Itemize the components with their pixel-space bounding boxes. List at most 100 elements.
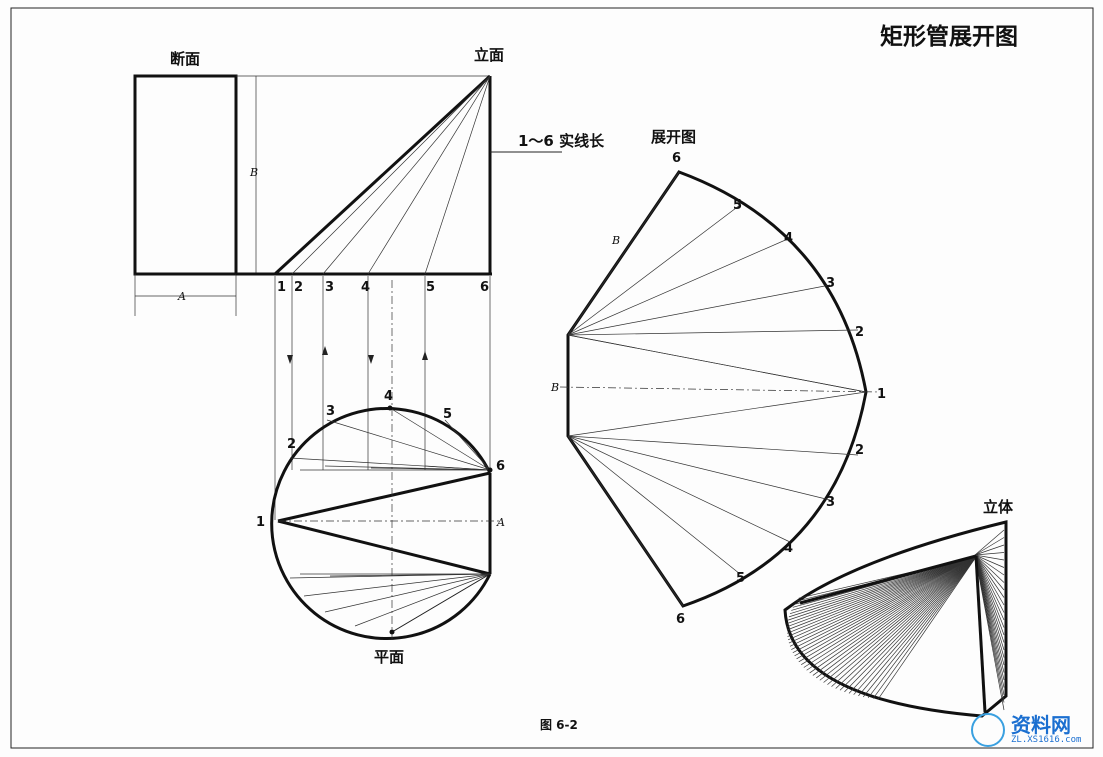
elevation-label: 立面 (474, 46, 504, 64)
development-ray-lower (567, 435, 831, 501)
plan-ray-upper (326, 419, 491, 471)
solid-hatch-line (787, 556, 977, 641)
solid-hatch-line (791, 556, 977, 650)
development-ray-upper (567, 237, 791, 336)
solid-hatch-line (844, 556, 977, 693)
plan-ray-lower (354, 573, 491, 627)
plan-point-dot (389, 629, 395, 635)
solid-hatch-line (816, 556, 977, 679)
plan-point-label: 5 (443, 407, 452, 422)
plan-ray-upper (389, 407, 491, 471)
solid-hatch-line (787, 556, 977, 637)
development-point-label: 6 (672, 151, 681, 166)
solid-hatch-line (974, 554, 1005, 561)
solid-hatch-line (786, 556, 977, 631)
solid-hatch-line (812, 556, 977, 676)
dim-label-B-elevation: B (249, 166, 258, 179)
plan-point-dot (487, 467, 493, 473)
solid-hatch-line (853, 556, 977, 695)
elevation-true-length-lines (291, 75, 491, 275)
solid-hatch-line (801, 556, 977, 665)
plan-ray-lower (329, 573, 491, 577)
solid-hatch-line (848, 556, 977, 694)
plan-triangle-lower (277, 519, 491, 576)
solid-hatch-line (858, 556, 977, 697)
development-ray-lower (567, 435, 791, 543)
solid-hatch-line (786, 556, 977, 628)
development-point-label: 2 (855, 325, 864, 340)
development-label: 展开图 (651, 128, 696, 146)
dim-label-A-plan: A (496, 516, 505, 529)
elevation-point-label: 5 (426, 280, 435, 295)
development-ray-lower (567, 435, 684, 607)
solid-outline (783, 520, 1008, 718)
solid-hatch-line (974, 554, 1005, 568)
plan-point-dot (387, 405, 393, 411)
development-ray-lower (567, 391, 867, 437)
solid-hatch-line (974, 554, 1005, 613)
solid-hatch-line (974, 554, 1005, 576)
watermark-sub-text: ZL.XS1616.com (1011, 735, 1082, 745)
solid-hatch-line (823, 556, 977, 683)
dim-label-B-development: B (550, 381, 559, 394)
plan-triangle-upper (277, 471, 491, 523)
drawing-title: 矩形管展开图 (880, 23, 1018, 50)
solid-hatch-line (788, 556, 977, 618)
plan-ray-upper (370, 467, 491, 471)
solid-label: 立体 (983, 498, 1014, 516)
development-ray-upper (567, 204, 741, 336)
section-label: 断面 (170, 50, 200, 68)
development-point-label: 1 (877, 387, 886, 402)
elevation-point-label: 4 (361, 280, 370, 295)
solid-hatch-line (974, 554, 1005, 711)
section-rectangle (133, 74, 238, 276)
solid-hatch-line (872, 556, 977, 699)
plan-ray-upper (444, 419, 491, 471)
solid-hatch-line (803, 556, 977, 668)
projector-arrow (422, 351, 428, 360)
development-point-label: 4 (784, 541, 793, 556)
solid-hatch-line (787, 556, 977, 621)
projector-arrow (287, 355, 293, 364)
solid-hatch-line (974, 552, 1005, 556)
solid-hatch-line (788, 556, 977, 644)
development-point-label: 6 (676, 612, 685, 627)
elevation-ray (322, 75, 491, 275)
development-point-label: 2 (855, 443, 864, 458)
solid-hatch-line (974, 529, 1005, 556)
projection-lines (274, 276, 491, 520)
plan-ray-lower (324, 573, 491, 613)
plan-element-lines (289, 405, 493, 635)
elevation-point-label: 6 (480, 280, 489, 295)
solid-edge (974, 555, 987, 713)
development-center-line (559, 386, 881, 393)
true-length-note: 1～6 实线长 (518, 132, 605, 150)
solid-hatch-line (862, 556, 977, 698)
development-ray-upper (567, 284, 831, 336)
plan-point-label: 2 (287, 437, 296, 452)
solid-hatch-line (974, 554, 1005, 628)
plan-ray-lower (303, 573, 491, 597)
solid-edge (799, 554, 977, 605)
elevation-ray (291, 75, 491, 275)
solid-hatch-line (819, 556, 977, 681)
solid-hatch-line (831, 556, 977, 687)
solid-hatch-line (809, 556, 977, 674)
projector-arrow (368, 355, 374, 364)
solid-hatch-line (796, 556, 977, 660)
solid-hatch-line (827, 556, 977, 685)
solid-hatch-line (867, 556, 977, 699)
elevation-ray (367, 75, 491, 275)
projector-arrow (322, 346, 328, 355)
dim-label-A-section: A (177, 290, 186, 303)
solid-hatch-line (974, 554, 1005, 583)
plan-point-label: 1 (256, 515, 265, 530)
watermark-logo-icon (971, 713, 1005, 747)
development-ray-upper (567, 334, 867, 393)
solid-hatch-line (789, 556, 977, 614)
development-point-label: 3 (826, 276, 835, 291)
